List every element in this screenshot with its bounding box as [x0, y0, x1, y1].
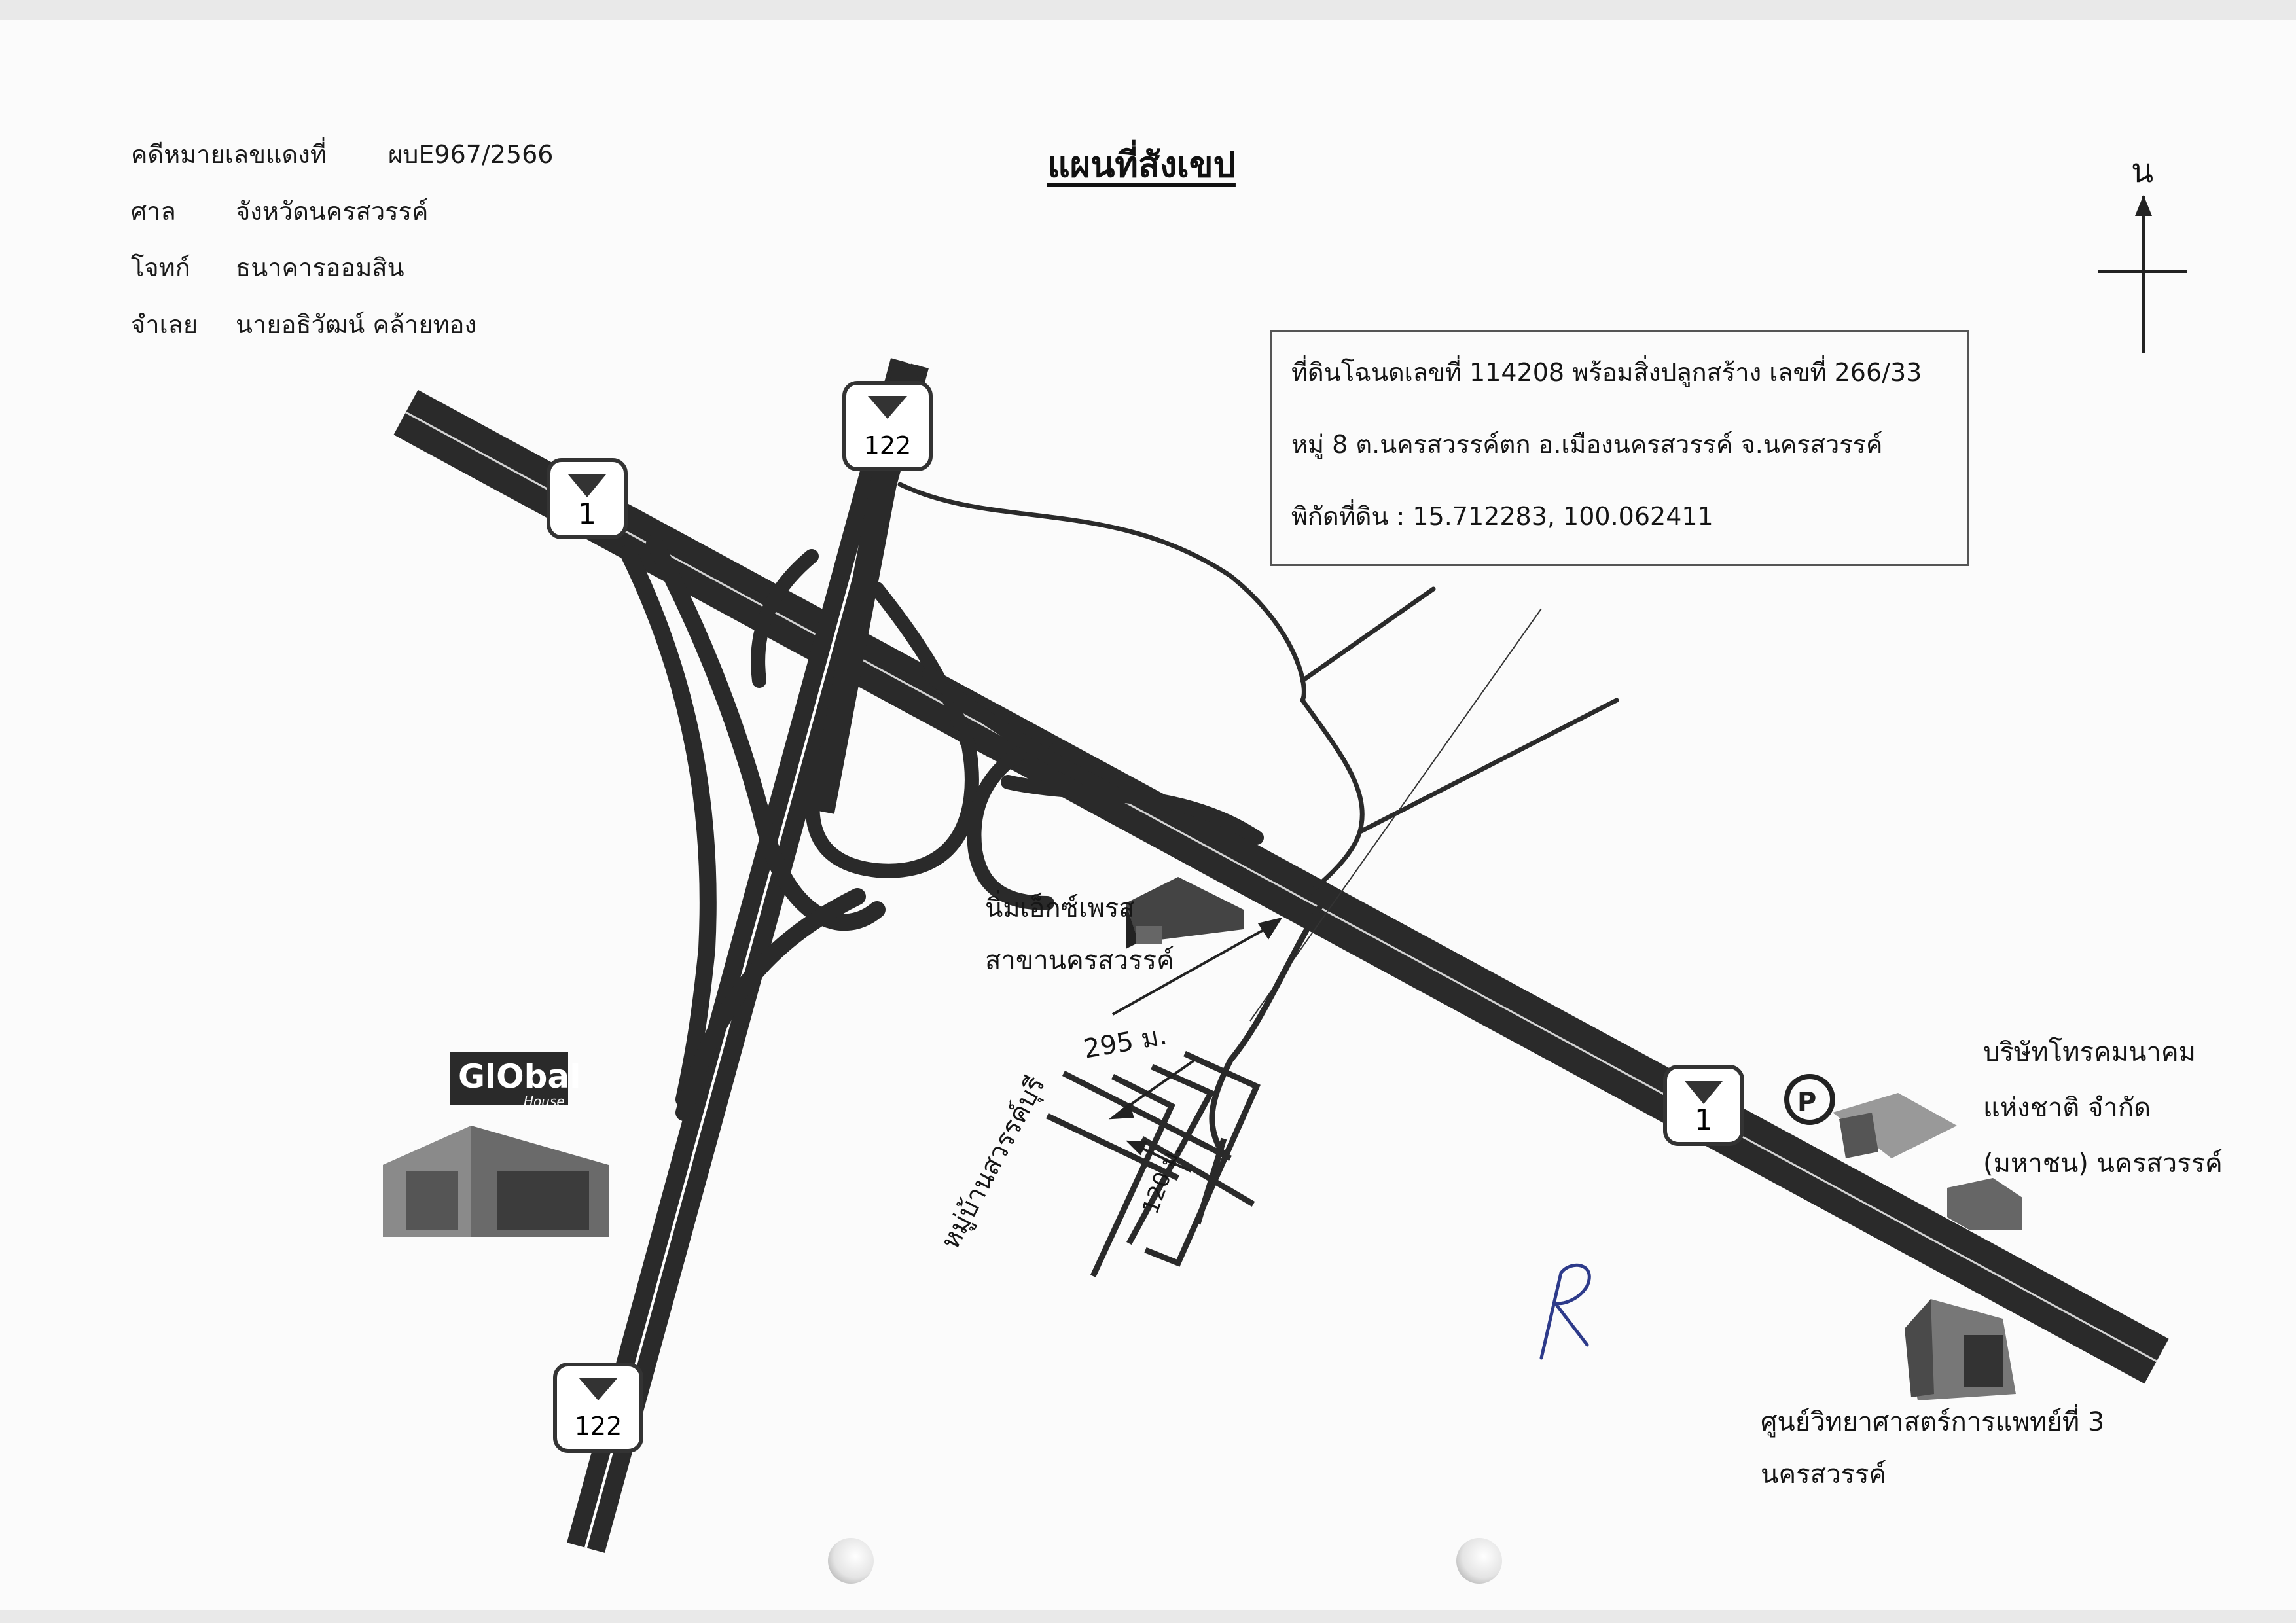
defendant-label: จำเลย	[131, 310, 198, 339]
defendant-row: จำเลย นายอธิวัฒน์ คล้ายทอง	[131, 304, 476, 344]
case-number-row: คดีหมายเลขแดงที่ ผบE967/2566	[131, 134, 553, 174]
plaintiff-label: โจทก์	[131, 253, 190, 282]
punch-hole-left	[828, 1538, 874, 1584]
interchange-ramps	[620, 535, 1264, 1121]
case-number: ผบE967/2566	[388, 140, 554, 169]
local-roads	[897, 482, 1619, 896]
info-line-3: พิกัดที่ดิน : 15.712283, 100.062411	[1291, 502, 1713, 531]
defendant-value: นายอธิวัฒน์ คล้ายทอง	[236, 310, 477, 339]
court-value: จังหวัดนครสวรรค์	[236, 197, 429, 226]
shield-hw122-top-number: 122	[864, 431, 912, 460]
north-arrow-icon	[2098, 195, 2187, 353]
niemexpress-label-line2: สาขานครสวรรค์	[985, 946, 1174, 976]
niemexpress-label-line1: นิ่มเอ็กซ์เพรส	[985, 893, 1135, 923]
info-line-1: ที่ดินโฉนดเลขที่ 114208 พร้อมสิ่งปลูกสร้…	[1291, 358, 1922, 387]
global-house-building-icon: GlObal House	[383, 1052, 609, 1237]
highway-1-road	[393, 389, 2169, 1384]
case-label: คดีหมายเลขแดงที่	[131, 140, 327, 169]
punch-hole-right	[1456, 1538, 1502, 1584]
court-row: ศาล จังหวัดนครสวรรค์	[131, 191, 428, 231]
shield-hw1-right-number: 1	[1695, 1103, 1713, 1137]
shield-hw122-bottom-number: 122	[575, 1412, 622, 1440]
svg-text:P: P	[1797, 1087, 1816, 1117]
court-label: ศาล	[131, 197, 176, 226]
property-info-box: ที่ดินโฉนดเลขที่ 114208 พร้อมสิ่งปลูกสร้…	[1270, 330, 1969, 566]
tot-building-icon: P	[1784, 1074, 2022, 1230]
shield-hw1-right: 1	[1663, 1065, 1744, 1146]
handwritten-r-mark	[1539, 1263, 1591, 1360]
village-grid	[1046, 1050, 1261, 1277]
tot-label-line2: แห่งชาติ จำกัด	[1983, 1093, 2151, 1123]
niemexpress-building-icon	[1126, 877, 1244, 949]
plaintiff-value: ธนาคารออมสิน	[236, 253, 404, 282]
north-label: น	[2131, 152, 2154, 190]
thin-guide-line	[1249, 608, 1542, 1022]
shield-hw1-top: 1	[547, 458, 628, 539]
map-title: แผนที่สังเขป	[1047, 144, 1236, 185]
shield-hw122-bottom: 122	[553, 1363, 643, 1453]
distance-arrows	[1108, 917, 1283, 1173]
soi-road	[1209, 900, 1325, 1158]
shield-hw122-top: 122	[842, 381, 933, 471]
science-center-label-line1: ศูนย์วิทยาศาสตร์การแพทย์ที่ 3	[1761, 1407, 2105, 1437]
tot-label-line3: (มหาชน) นครสวรรค์	[1983, 1149, 2223, 1179]
global-house-sub-text: House	[524, 1094, 565, 1109]
global-house-logo-text: GlObal	[458, 1058, 581, 1096]
science-center-building-icon	[1905, 1299, 2016, 1400]
info-line-2: หมู่ 8 ต.นครสวรรค์ตก อ.เมืองนครสวรรค์ จ.…	[1291, 430, 1883, 459]
science-center-label-line2: นครสวรรค์	[1761, 1459, 1887, 1489]
plaintiff-row: โจทก์ ธนาคารออมสิน	[131, 247, 404, 287]
tot-label-line1: บริษัทโทรคมนาคม	[1983, 1037, 2196, 1067]
shield-hw1-top-number: 1	[578, 497, 596, 531]
